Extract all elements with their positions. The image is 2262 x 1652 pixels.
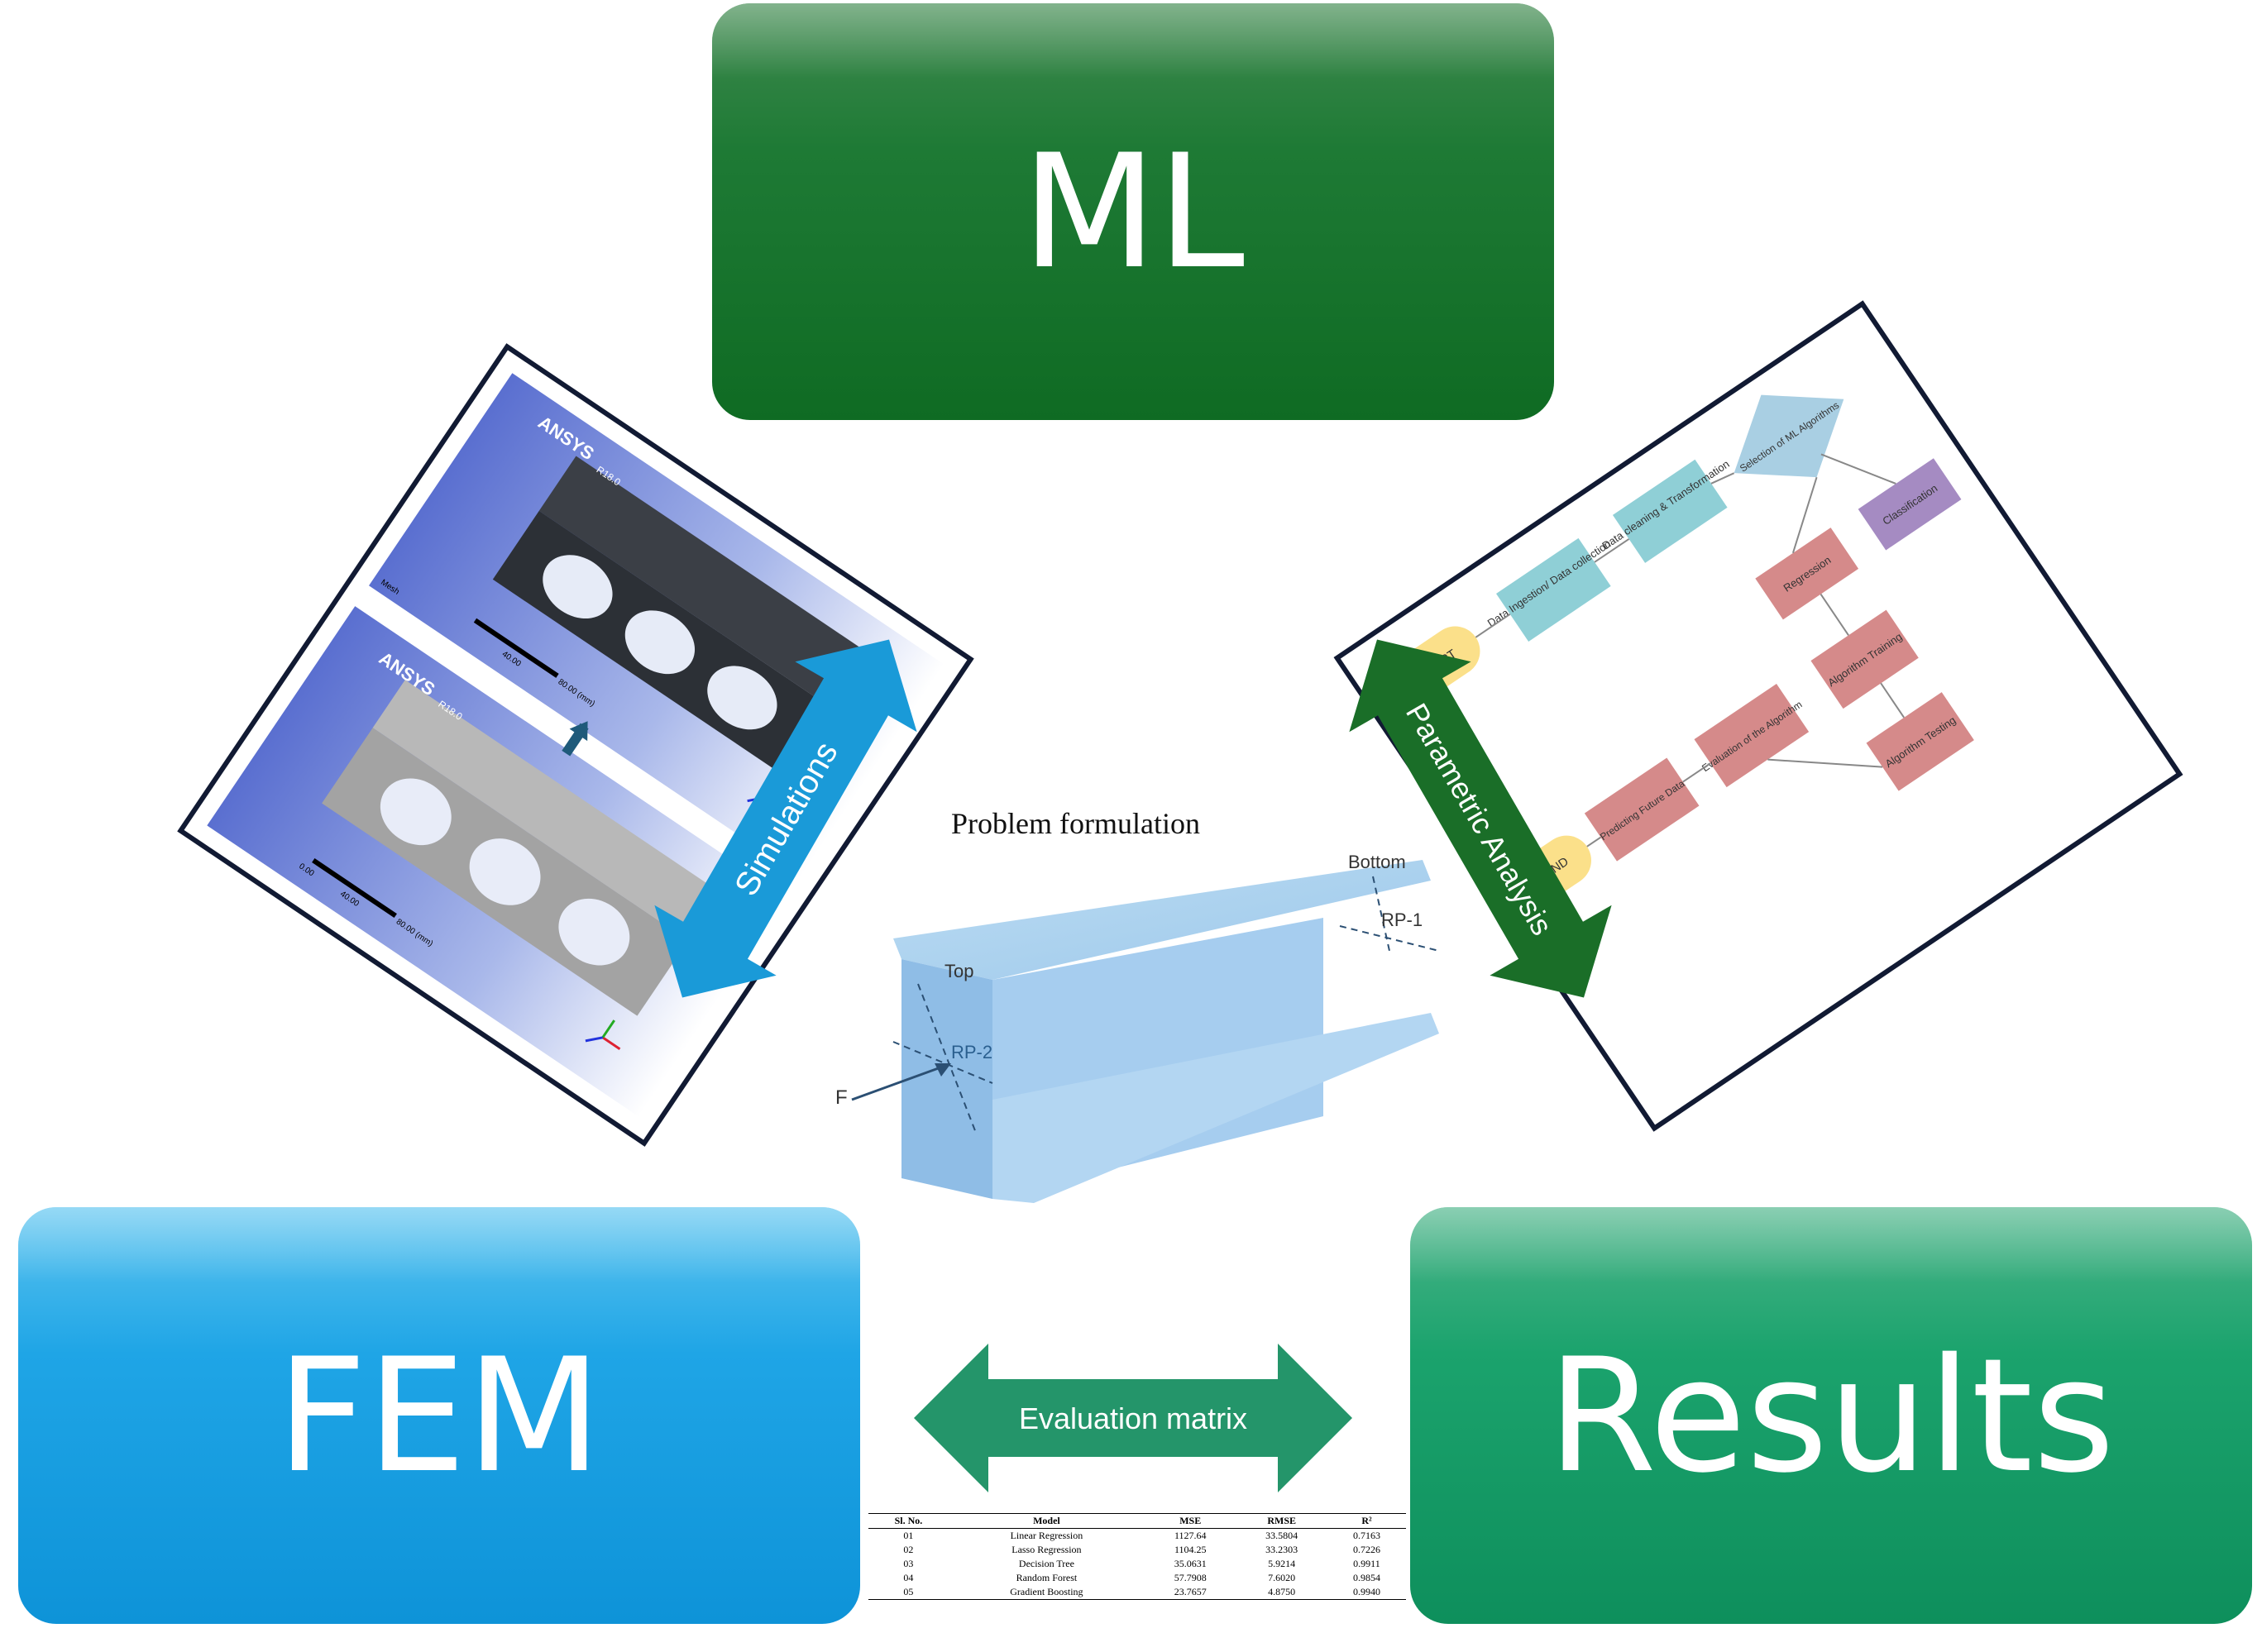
fem-label: FEM [276,1324,602,1507]
problem-title: Problem formulation [951,807,1200,840]
evaluation-arrow-shape [914,1344,1352,1492]
table-cell: 02 [903,1544,914,1555]
label-rp2: RP-2 [951,1042,992,1062]
flowchart-graphic: START Data Ingestion/ Data collection Da… [1396,394,1974,900]
table-row: 05 Gradient Boosting 23.7657 4.8750 0.99… [868,1585,1406,1600]
parametric-arrow-shape [1349,639,1612,998]
beam-figure: Top Bottom RP-1 RP-2 F [835,852,1440,1203]
flow-testing [1866,692,1974,791]
evaluation-table: Sl. No. Model MSE RMSE R² 01 Linear Regr… [868,1513,1406,1600]
table-cell: 57.7908 [1174,1572,1207,1583]
table-cell: 33.5804 [1265,1530,1298,1541]
geometry-beam [322,680,721,1016]
table-cell: 23.7657 [1145,1585,1236,1600]
mesh-beam [492,456,864,774]
table-row: 01 Linear Regression 1127.64 33.5804 0.7… [868,1529,1406,1544]
results-box: Results [1410,1207,2252,1624]
evaluation-table-container: Sl. No. Model MSE RMSE R² 01 Linear Regr… [868,1513,1406,1604]
flow-evaluation [1694,684,1810,788]
flow-training [1810,609,1919,709]
table-cell: Random Forest [1016,1572,1078,1583]
table-cell: 1127.64 [1174,1530,1207,1541]
label-bottom: Bottom [1348,852,1406,872]
table-cell: 03 [903,1558,914,1569]
table-cell: 7.6020 [1268,1572,1296,1583]
flowchart-panel: START Data Ingestion/ Data collection Da… [1333,300,2183,1132]
table-cell: 0.9940 [1327,1585,1406,1600]
flow-classification [1858,458,1962,551]
table-cell: 0.9854 [1352,1572,1380,1583]
flow-cleaning [1612,459,1728,563]
label-rp1: RP-1 [1381,910,1423,930]
scale-bar-top [473,618,559,678]
table-header-row: Sl. No. Model MSE RMSE R² [868,1513,1406,1529]
table-header: R² [1327,1513,1406,1529]
table-cell: 0.7226 [1352,1544,1380,1555]
table-cell: Linear Regression [1010,1530,1083,1541]
table-cell: Lasso Regression [1011,1544,1082,1555]
label-force: F [835,1086,848,1109]
simulations-arrow-shape [654,639,917,998]
table-cell: 33.2303 [1265,1544,1298,1555]
table-cell: 4.8750 [1236,1585,1327,1600]
top-flange [893,860,1431,980]
flow-connectors [1475,453,1905,847]
results-label: Results [1547,1324,2116,1507]
table-cell: 01 [903,1530,914,1541]
table-cell: 04 [903,1572,914,1583]
fem-box: FEM [18,1207,860,1624]
table-cell: 1104.25 [1174,1544,1207,1555]
ml-label: ML [1021,120,1245,303]
label-top: Top [944,961,973,981]
table-cell: 05 [868,1585,949,1600]
parametric-arrow: Parametric Analysis [1349,639,1612,998]
flow-predicting [1584,757,1700,862]
force-arrow-icon [851,1063,951,1101]
flow-regression [1755,528,1859,620]
table-row: 02 Lasso Regression 1104.25 33.2303 0.72… [868,1543,1406,1557]
beam-web [901,959,992,1199]
table-header: MSE [1145,1513,1236,1529]
table-row: 03 Decision Tree 35.0631 5.9214 0.9911 [868,1557,1406,1571]
step-arrow-icon [562,721,589,757]
table-cell: 0.9911 [1353,1558,1380,1569]
flow-ingest [1496,537,1611,642]
evaluation-arrow: Evaluation matrix [914,1344,1352,1492]
table-cell: 35.0631 [1174,1558,1207,1569]
table-row: 04 Random Forest 57.7908 7.6020 0.9854 [868,1571,1406,1585]
reference-lines [892,876,1440,1134]
evaluation-arrow-label: Evaluation matrix [1019,1401,1247,1435]
flow-selection [1734,394,1844,478]
table-header: Sl. No. [868,1513,949,1529]
ml-box: ML [712,3,1554,420]
table-cell: Decision Tree [1018,1558,1074,1569]
bottom-flange [992,1013,1439,1203]
table-cell: 5.9214 [1268,1558,1296,1569]
scale-bar-bottom [312,857,397,919]
table-cell: Gradient Boosting [948,1585,1145,1600]
simulations-arrow: Simulations [654,639,917,998]
table-header: RMSE [1236,1513,1327,1529]
table-cell: 0.7163 [1352,1530,1380,1541]
table-header: Model [948,1513,1145,1529]
